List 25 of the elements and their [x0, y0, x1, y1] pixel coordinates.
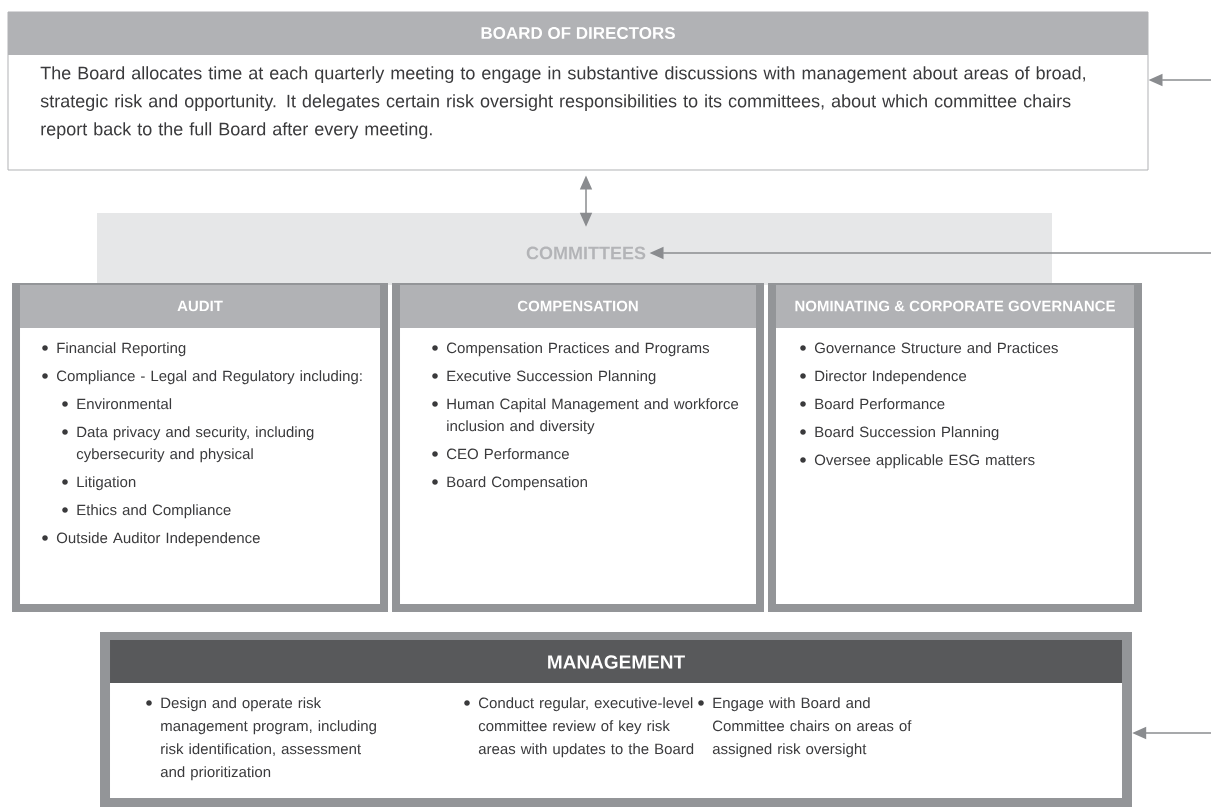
bullet-item: Design and operate risk management program, including risk identification, assessment and prioritization: [146, 697, 376, 781]
bullet-item: Governance Structure and Practices: [800, 342, 1058, 354]
management-box: MANAGEMENT Design and operate risk management program, including risk identification, assessment and prioritization Conduct regular, executive-level committee review of key risk areas with updates to the Board Engage with Board and Committee chairs on areas of assigned risk oversight: [100, 632, 1132, 807]
bullet-item: Conduct regular, executive-level committee review of key risk areas with updates to the Board: [464, 697, 694, 758]
bullet-item: Board Performance: [800, 398, 945, 410]
bullet-item: Compensation Practices and Programs: [432, 342, 710, 357]
bullet-item: Litigation: [62, 476, 136, 491]
bullet-item: Oversee applicable ESG matters: [800, 454, 1035, 469]
board-box: BOARD OF DIRECTORS The Board allocates time at each quarterly meeting to engage in substantive discussions with management about areas of broad, strategic risk and opportunity. It delegates certain risk oversight responsibilities to its committees, about which committee chairs report back to the full Board after every meeting.: [7, 11, 1149, 171]
bullet-item: Director Independence: [800, 370, 967, 385]
committee-box: AUDIT Financial Reporting Compliance - Legal and Regulatory including: Environmental Data privacy and security, including cybersecurity and physical Litigation Ethics and Compliance Outside Auditor Independence: [12, 283, 388, 612]
bullet-item: Board Compensation: [432, 476, 587, 491]
committee-box: COMPENSATION Compensation Practices and Programs Executive Succession Planning Human Capital Management and workforce inclusion and diversity CEO Performance Board Compensation: [392, 283, 764, 612]
bullet-item: Board Succession Planning: [800, 426, 999, 441]
bullet-item: Outside Auditor Independence: [42, 532, 260, 547]
bullet-item: Ethics and Compliance: [62, 504, 231, 519]
bullet-item: CEO Performance: [432, 448, 569, 460]
bullet-item: Financial Reporting: [42, 342, 186, 357]
bullet-item: Human Capital Management and workforce inclusion and diversity: [432, 398, 739, 435]
bullet-item: Executive Succession Planning: [432, 370, 656, 385]
bullet-item: Environmental: [62, 398, 172, 410]
bullet-item: Engage with Board and Committee chairs on areas of assigned risk oversight: [698, 697, 912, 758]
bullet-item: Data privacy and security, including cybersecurity and physical: [62, 426, 314, 463]
bullet-item: Compliance - Legal and Regulatory including:: [42, 370, 362, 385]
committee-box: NOMINATING & CORPORATE GOVERNANCE Governance Structure and Practices Director Independence Board Performance Board Succession Planning Oversee applicable ESG matters: [768, 283, 1142, 612]
